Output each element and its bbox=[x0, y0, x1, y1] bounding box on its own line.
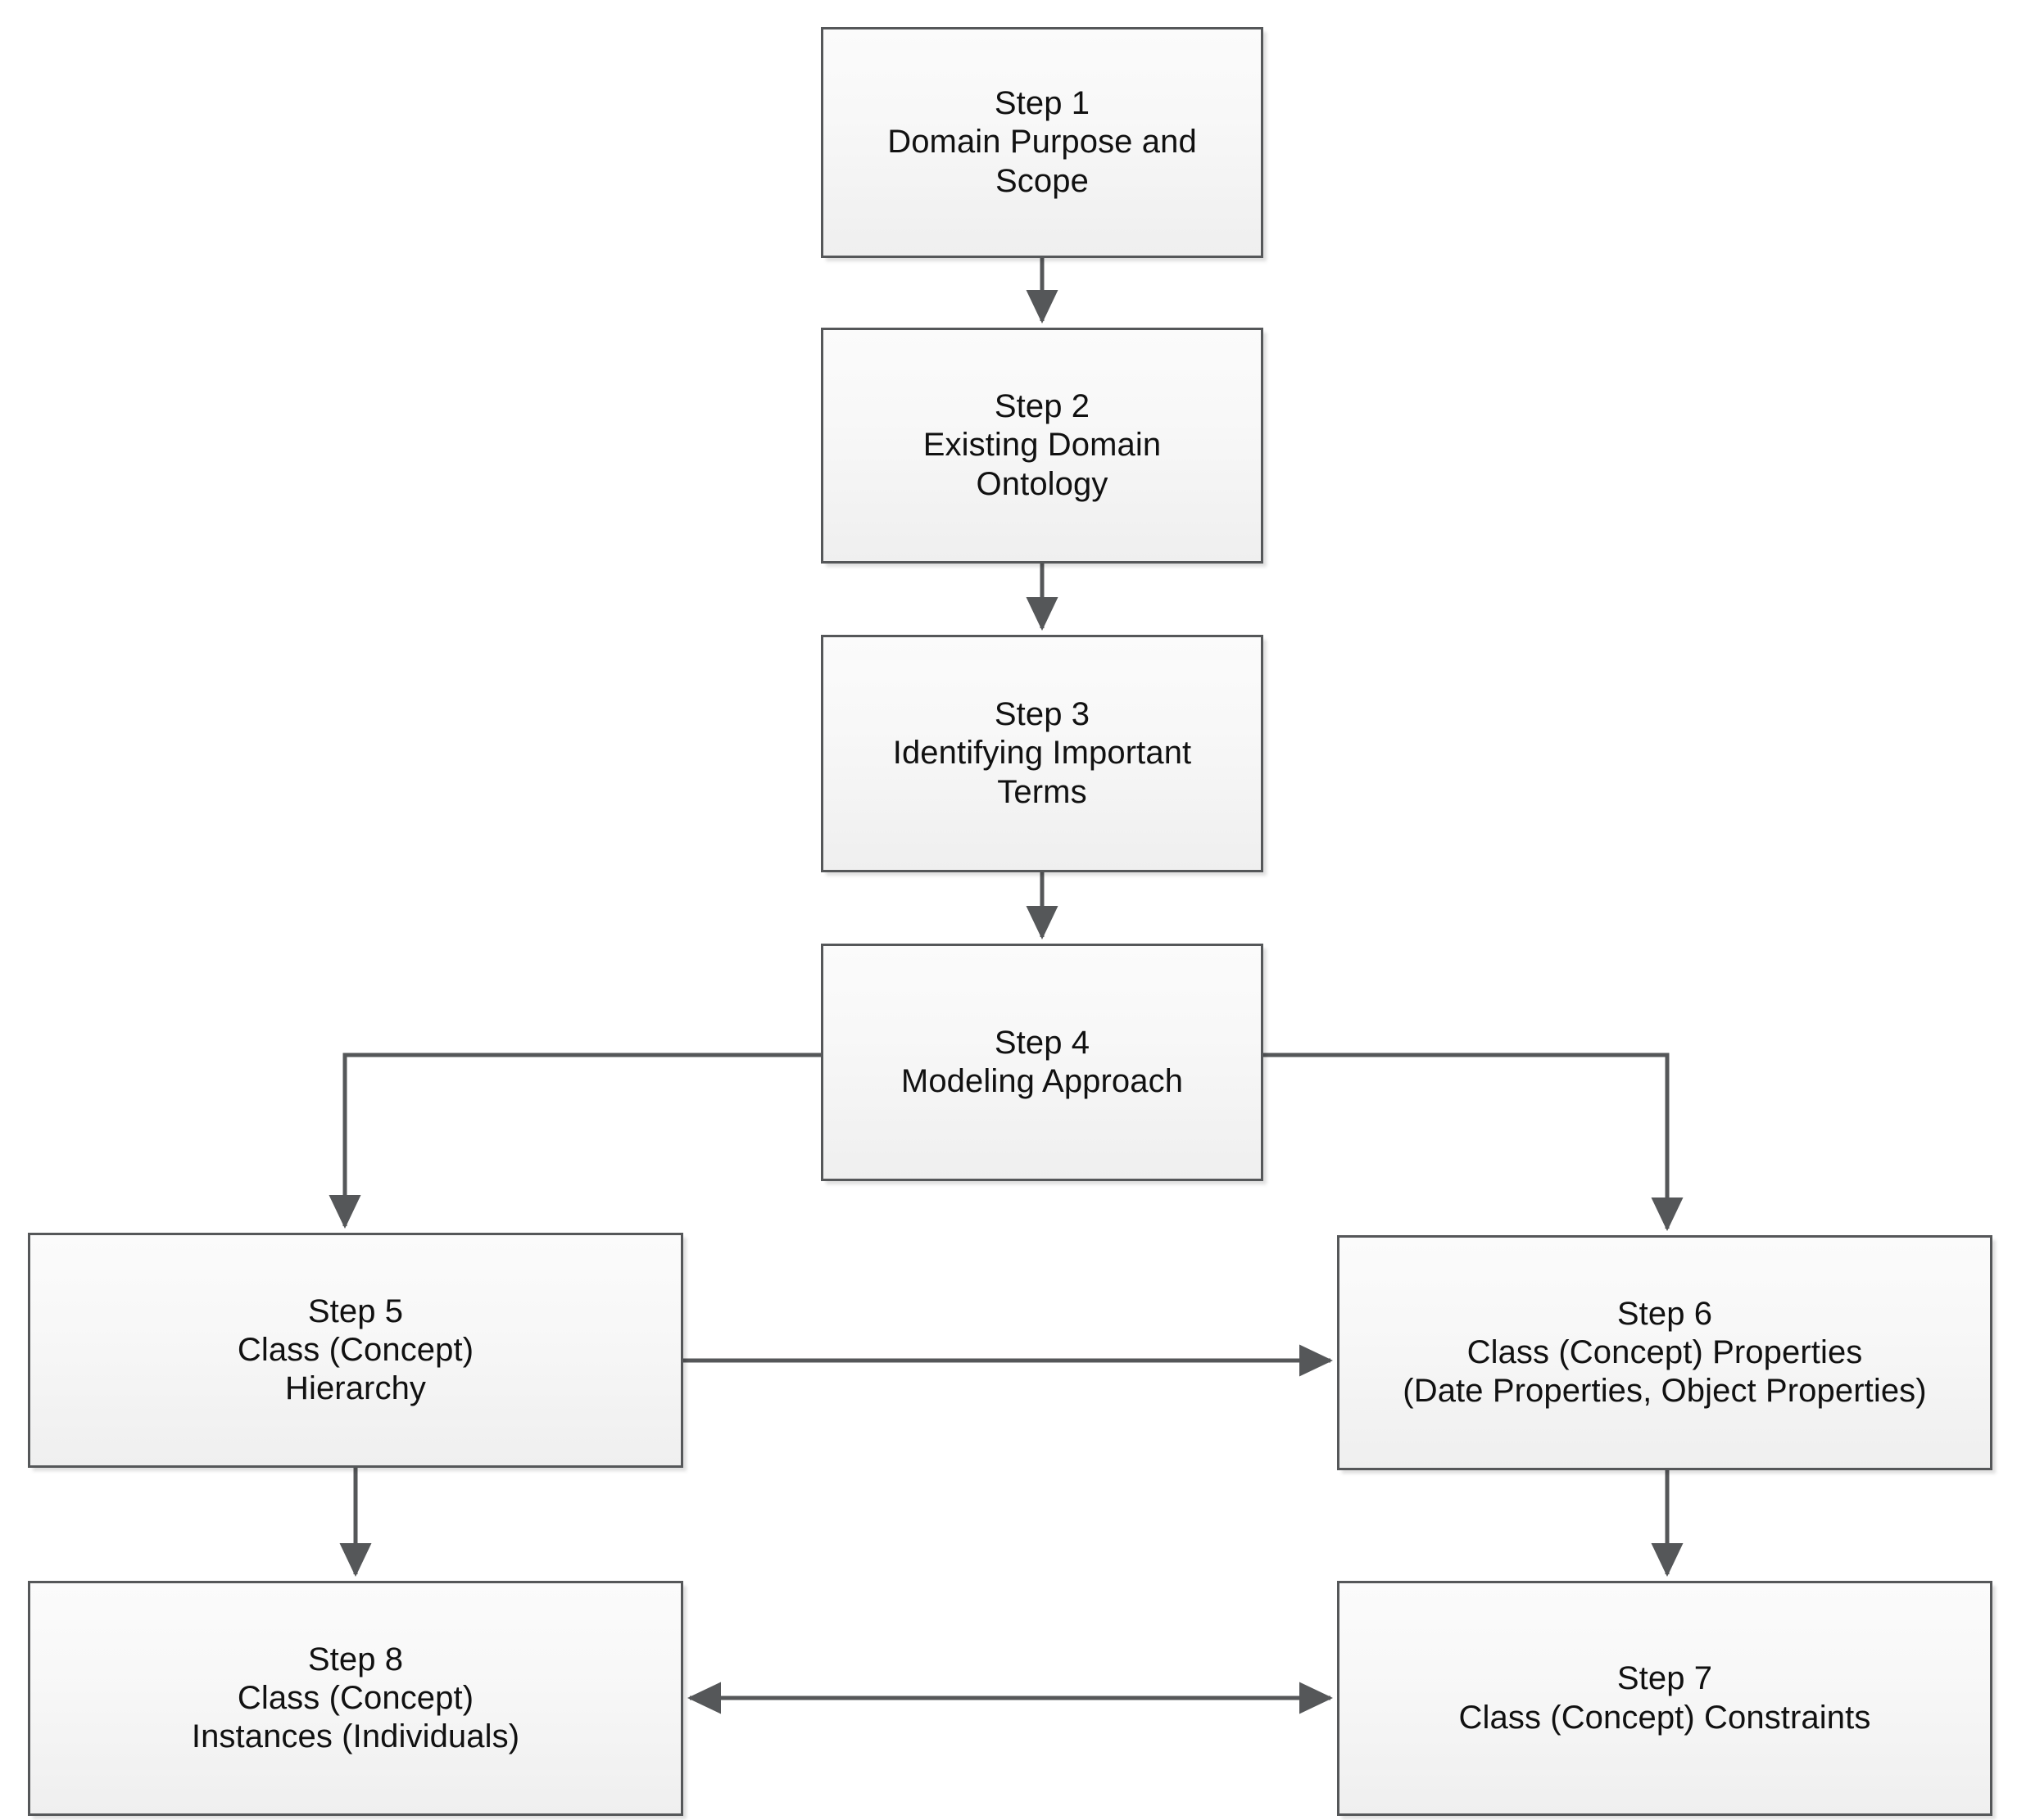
edge-step4-step5 bbox=[329, 1053, 821, 1229]
node-step-5[interactable]: Step 5 Class (Concept) Hierarchy bbox=[28, 1233, 683, 1468]
node-step-7[interactable]: Step 7 Class (Concept) Constraints bbox=[1337, 1581, 1992, 1816]
node-step-3[interactable]: Step 3 Identifying Important Terms bbox=[821, 635, 1263, 872]
node-step-4-label: Step 4 Modeling Approach bbox=[900, 1024, 1184, 1099]
node-step-1[interactable]: Step 1 Domain Purpose and Scope bbox=[821, 27, 1263, 258]
node-step-3-label: Step 3 Identifying Important Terms bbox=[892, 696, 1192, 810]
node-step-7-label: Step 7 Class (Concept) Constraints bbox=[1458, 1660, 1871, 1736]
node-step-2-label: Step 2 Existing Domain Ontology bbox=[922, 388, 1162, 502]
node-step-1-label: Step 1 Domain Purpose and Scope bbox=[887, 85, 1197, 199]
edge-step4-step6 bbox=[1263, 1053, 1684, 1232]
node-step-4[interactable]: Step 4 Modeling Approach bbox=[821, 944, 1263, 1181]
node-step-8[interactable]: Step 8 Class (Concept) Instances (Indivi… bbox=[28, 1581, 683, 1816]
node-step-2[interactable]: Step 2 Existing Domain Ontology bbox=[821, 328, 1263, 564]
node-step-6[interactable]: Step 6 Class (Concept) Properties (Date … bbox=[1337, 1235, 1992, 1470]
node-step-6-label: Step 6 Class (Concept) Properties (Date … bbox=[1403, 1295, 1927, 1410]
node-step-8-label: Step 8 Class (Concept) Instances (Indivi… bbox=[191, 1641, 520, 1755]
node-step-5-label: Step 5 Class (Concept) Hierarchy bbox=[237, 1293, 474, 1407]
